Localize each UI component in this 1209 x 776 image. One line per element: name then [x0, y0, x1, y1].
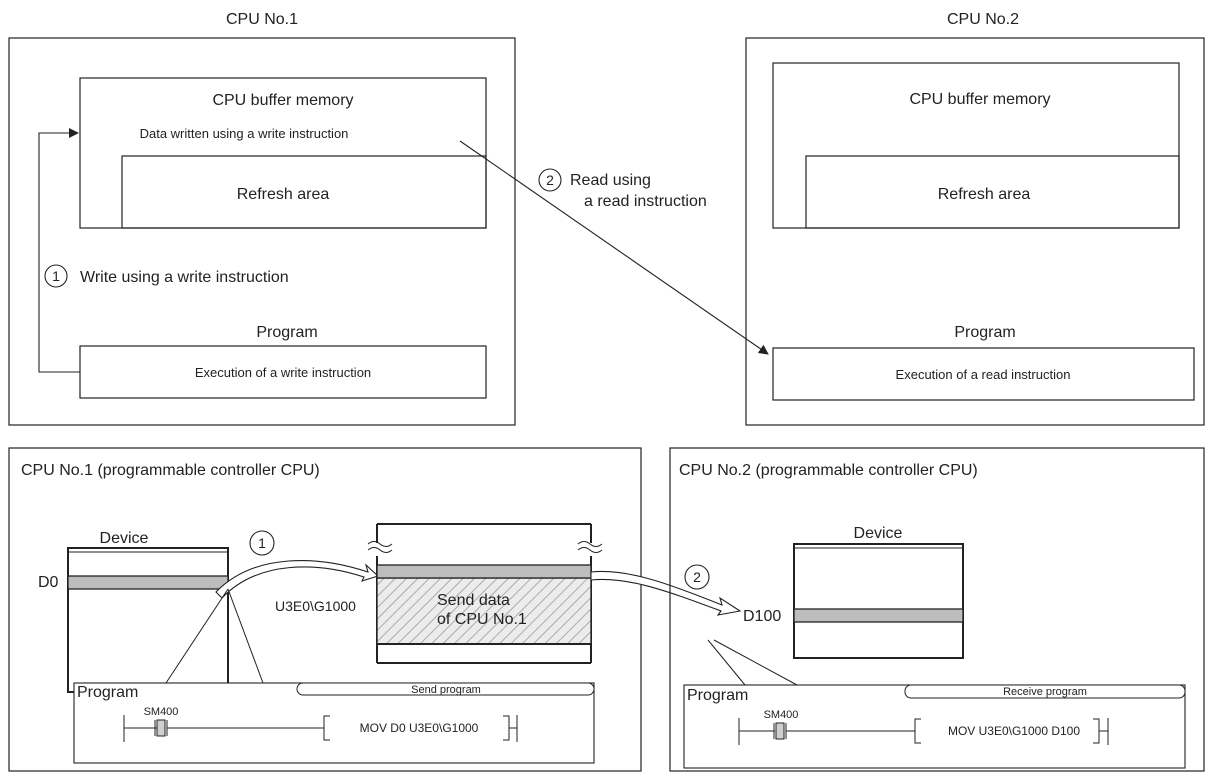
bottom-step1-number-circle	[249, 530, 275, 556]
bottom-cpu2-program-label: Program	[687, 687, 748, 704]
bottom-send-arrow	[215, 560, 380, 599]
top-cpu2-title: CPU No.2	[947, 11, 1019, 28]
top-step2-number: 2	[546, 172, 554, 188]
bottom-cpu1-device-box	[67, 547, 229, 693]
top-step2-text-line2: a read instruction	[584, 193, 707, 210]
bottom-cpu2-d100-cell	[793, 608, 964, 623]
top-cpu2-refresh-box	[805, 155, 1180, 229]
bottom-step2-number: 2	[693, 569, 701, 585]
bottom-cpu1-d0-cell	[67, 575, 229, 590]
bottom-cpu1-contact	[156, 719, 166, 737]
bottom-cpu1-d0-label: D0	[38, 574, 59, 591]
bottom-cpu2-contact-label: SM400	[764, 709, 799, 721]
bottom-cpu2-callout-b	[713, 639, 798, 686]
bottom-cpu2-frame	[669, 447, 1205, 772]
bottom-cpu1-callout-a	[165, 588, 229, 684]
bottom-cpu2-device-label: Device	[854, 525, 903, 542]
top-cpu1-buffer-note: Data written using a write instruction	[140, 126, 349, 141]
bottom-step1-number: 1	[258, 535, 266, 551]
bottom-cpu2-program-box	[683, 684, 1186, 769]
bottom-cpu1-instruction: MOV D0 U3E0\G1000	[360, 721, 479, 735]
top-step1-text: Write using a write instruction	[80, 269, 289, 286]
top-cpu1-title: CPU No.1	[226, 11, 298, 28]
top-cpu2: CPU No.2 CPU buffer memory Refresh area …	[745, 11, 1205, 426]
bottom-cpu1-contact-label: SM400	[144, 706, 179, 718]
bottom-cpu2-callout-a	[707, 639, 746, 686]
bottom-cpu1-program-label: Program	[77, 684, 138, 701]
top-cpu1-program-label: Program	[256, 324, 317, 341]
bottom-cpu1-program-name-pill	[296, 682, 595, 696]
bottom-cpu2-title: CPU No.2 (programmable controller CPU)	[679, 462, 978, 479]
top-read-path: 2 Read using a read instruction	[459, 140, 769, 355]
bottom-cpu1-device-label: Device	[100, 530, 149, 547]
bottom-cpu2-program-name: Receive program	[1003, 686, 1087, 698]
top-cpu2-refresh-label: Refresh area	[938, 186, 1031, 203]
bottom-cpu2-contact	[775, 722, 785, 740]
top-step1-number-circle	[44, 264, 68, 288]
top-cpu2-program-text: Execution of a read instruction	[896, 367, 1071, 382]
top-cpu1: CPU No.1 CPU buffer memory Data written …	[8, 11, 516, 426]
bottom-cpu1-title: CPU No.1 (programmable controller CPU)	[21, 462, 320, 479]
top-cpu1-buffer-title: CPU buffer memory	[212, 92, 353, 109]
bottom-buffer-break-left	[367, 541, 393, 553]
top-step2-text-line1: Read using	[570, 172, 651, 189]
bottom-cpu1: CPU No.1 (programmable controller CPU) D…	[8, 447, 642, 772]
top-cpu1-refresh-label: Refresh area	[237, 186, 330, 203]
bottom-cpu1-callout-b	[227, 588, 264, 684]
bottom-send-data-line2: of CPU No.1	[437, 611, 527, 628]
top-cpu1-program-text: Execution of a write instruction	[195, 365, 371, 380]
bottom-buffer-g1000-cell	[376, 564, 592, 579]
bottom-cpu2-d100-label: D100	[743, 608, 781, 625]
bottom-cpu2-instruction: MOV U3E0\G1000 D100	[948, 724, 1080, 738]
bottom-cpu1-program-name: Send program	[411, 684, 481, 696]
top-cpu2-buffer-box	[772, 62, 1180, 229]
bottom-receive-arrow	[590, 570, 742, 616]
top-step1-number: 1	[52, 268, 60, 284]
top-step2-number-circle	[538, 168, 562, 192]
top-cpu2-program-label: Program	[954, 324, 1015, 341]
bottom-cpu2-program-name-pill	[904, 684, 1186, 699]
bottom-cpu1-frame	[8, 447, 642, 772]
bottom-send-data-line1: Send data	[437, 592, 510, 609]
bottom-cpu1-address: U3E0\G1000	[275, 598, 356, 614]
top-cpu1-refresh-box	[121, 155, 487, 229]
bottom-cpu2-device-box	[793, 543, 964, 659]
top-cpu2-buffer-title: CPU buffer memory	[909, 91, 1050, 108]
top-write-arrow	[38, 128, 80, 373]
top-step2-text-backdrop	[567, 166, 715, 210]
top-cpu2-program-box	[772, 347, 1195, 401]
bottom-step2-number-circle	[684, 564, 710, 590]
bottom-cpu2: CPU No.2 (programmable controller CPU) 2…	[669, 447, 1205, 772]
top-cpu2-frame	[745, 37, 1205, 426]
top-cpu1-frame	[8, 37, 516, 426]
top-read-arrow	[459, 140, 769, 355]
bottom-buffer-break-right	[577, 541, 603, 553]
